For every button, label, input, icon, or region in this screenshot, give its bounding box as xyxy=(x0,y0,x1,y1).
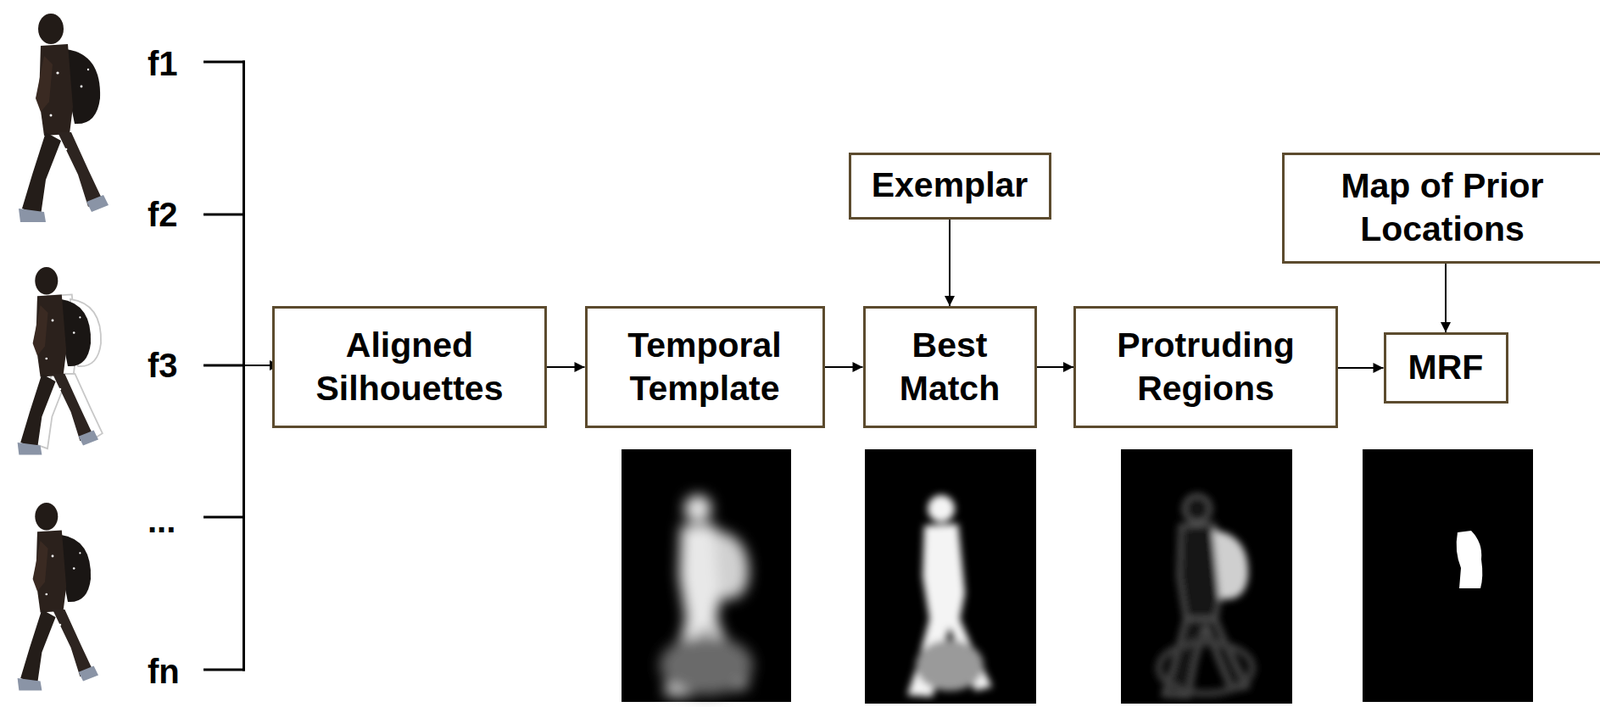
flow-arrow xyxy=(546,366,586,368)
process-box: Protruding Regions xyxy=(1073,306,1338,429)
process-box: Best Match xyxy=(863,306,1037,429)
flow-arrow xyxy=(1444,263,1447,334)
frame-label: ... xyxy=(147,501,176,540)
frame-image xyxy=(18,13,109,223)
frame-label: f2 xyxy=(147,195,179,234)
box-label: MRF xyxy=(1408,345,1484,390)
input-box: Exemplar xyxy=(848,152,1052,220)
frame-label: f1 xyxy=(147,44,179,83)
template-image xyxy=(621,449,792,703)
exemplar-image xyxy=(864,449,1037,704)
frame-image xyxy=(17,267,103,455)
flow-arrow xyxy=(1036,366,1075,368)
box-label: Temporal Template xyxy=(587,323,823,412)
protrusion-image xyxy=(1120,449,1293,704)
process-box: Temporal Template xyxy=(585,306,826,429)
process-box: MRF xyxy=(1383,332,1509,404)
box-label: Exemplar xyxy=(871,163,1029,207)
input-box: Map of Prior Locations xyxy=(1282,152,1600,264)
box-label: Best Match xyxy=(865,323,1035,412)
flow-arrow xyxy=(1337,367,1384,369)
frame-label: fn xyxy=(147,652,180,691)
box-label: Protruding Regions xyxy=(1075,323,1336,412)
process-box: Aligned Silhouettes xyxy=(272,306,547,429)
mask-image xyxy=(1362,449,1534,703)
box-label: Map of Prior Locations xyxy=(1284,164,1600,252)
frame-bracket xyxy=(203,61,280,672)
flow-arrow xyxy=(825,366,864,368)
box-label: Aligned Silhouettes xyxy=(274,323,545,412)
flow-arrow xyxy=(948,219,951,307)
frame-image xyxy=(17,502,99,691)
frame-label: f3 xyxy=(147,346,179,385)
